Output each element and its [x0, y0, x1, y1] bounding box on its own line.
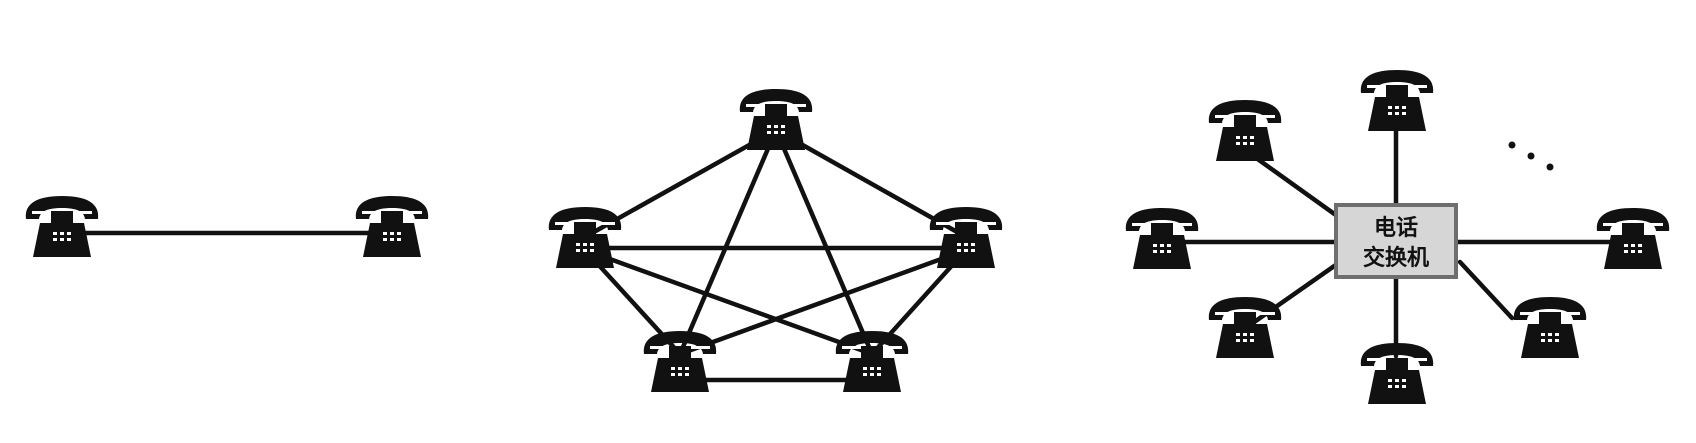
telephone-icon — [1125, 208, 1199, 269]
telephone-icon — [548, 207, 622, 268]
link-left-bottom-right — [582, 247, 875, 357]
full-mesh-panel — [548, 89, 1003, 392]
telephone-icon — [1208, 297, 1282, 358]
link-right-bottom-left — [677, 247, 969, 357]
telephone-icon — [1596, 208, 1670, 269]
telephone-icon — [25, 196, 99, 257]
link-switch-bottom-left — [1247, 259, 1343, 328]
link-switch-bottom-right — [1457, 259, 1515, 321]
link-top-bottom-right — [773, 127, 875, 357]
telephone-switch-box: 电话 交换机 — [1334, 203, 1458, 279]
link-top-bottom-left — [677, 127, 779, 357]
link-switch-top-left — [1242, 147, 1343, 221]
telephone-icon — [929, 207, 1003, 268]
ellipsis-dots — [1508, 141, 1554, 171]
star-network-panel: 电话 交换机 — [1125, 70, 1670, 404]
telephone-icon — [1360, 343, 1434, 404]
telephone-icon — [1208, 100, 1282, 161]
telephone-icon — [835, 331, 909, 392]
switch-label-line2: 交换机 — [1363, 245, 1429, 271]
switch-label-line1: 电话 — [1374, 216, 1418, 241]
telephone-icon — [1513, 297, 1587, 358]
telephone-icon — [355, 196, 429, 257]
telephone-icon — [1360, 70, 1434, 131]
direct-connection-panel — [25, 196, 429, 257]
telephone-icon — [739, 89, 813, 150]
telephone-icon — [643, 331, 717, 392]
